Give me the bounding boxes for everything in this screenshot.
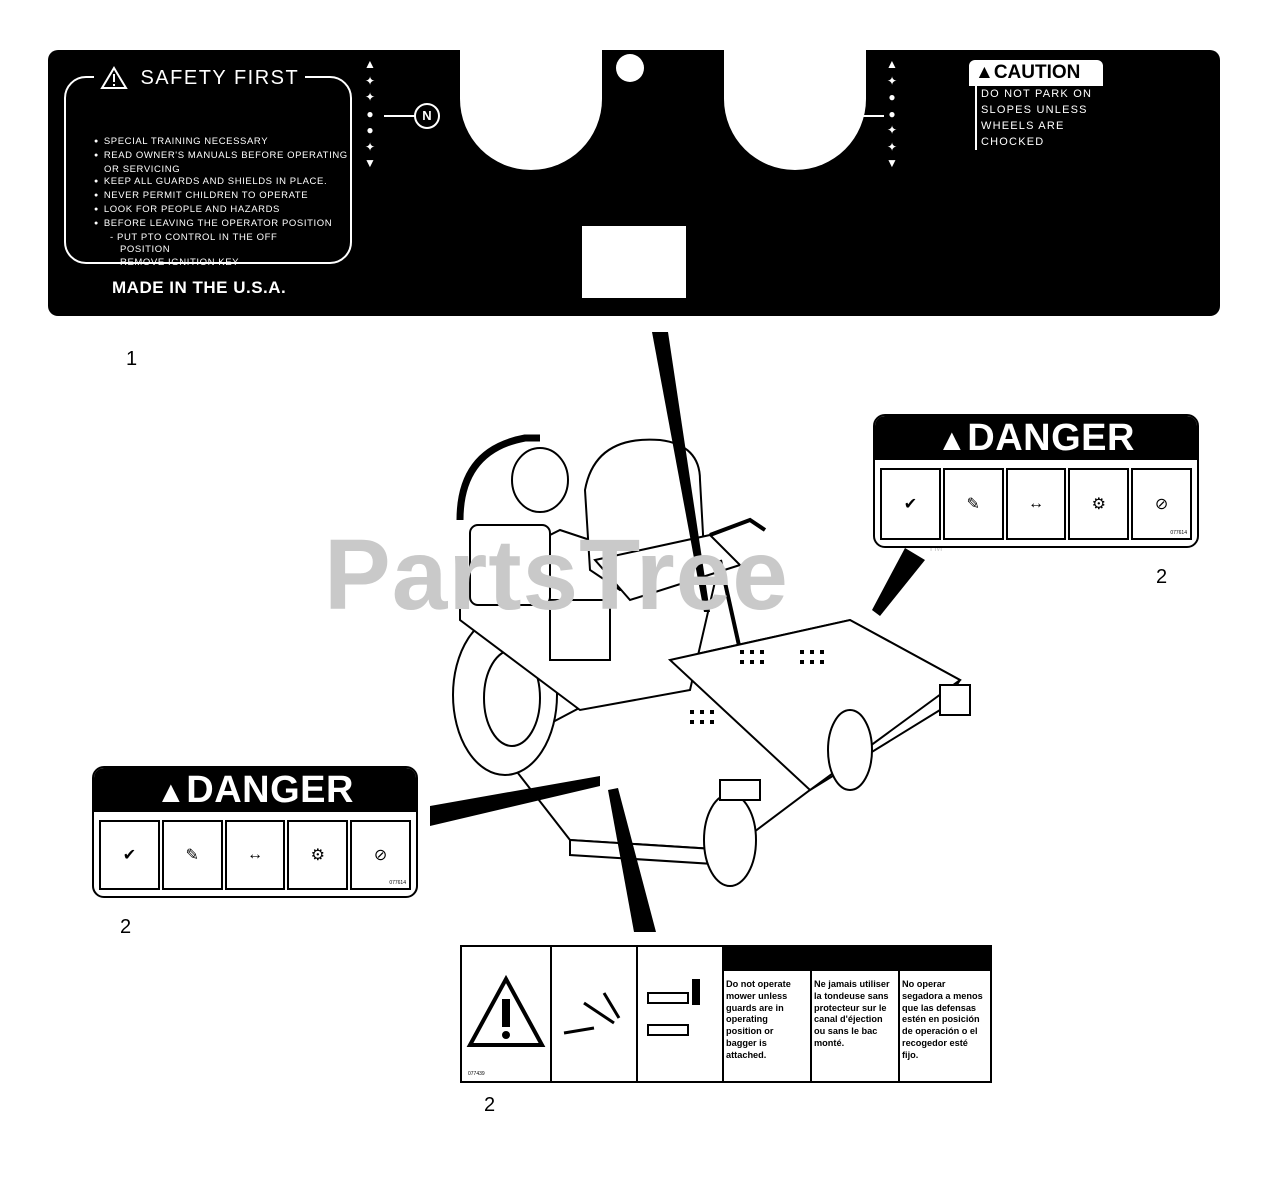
- rabbit-icon: ✦: [364, 139, 376, 154]
- caution-title: CAUTION: [993, 62, 1081, 83]
- caution-line: DO NOT PARK ON: [975, 86, 1103, 102]
- guard-warning-decal: 077439 Do not operate mower unless guard…: [460, 945, 992, 1083]
- turtle-icon: ●: [366, 106, 374, 121]
- caution-panel: ▲CAUTION DO NOT PARK ON SLOPES UNLESS WH…: [969, 60, 1103, 160]
- arrow-down-icon: ▼: [886, 156, 898, 170]
- read-manual-icon: ✔: [99, 820, 160, 890]
- warning-symbol-cell: 077439: [462, 947, 552, 1081]
- thrown-objects-icon: ✎: [942, 468, 1004, 540]
- safety-line: REMOVE IGNITION KEY: [120, 257, 240, 269]
- mount-hole: [616, 54, 644, 82]
- callout-item-1: 1: [126, 348, 138, 370]
- guard-text-french: Ne jamais utiliser la tondeuse sans prot…: [814, 979, 890, 1048]
- callout-item-2-left: 2: [120, 916, 132, 938]
- caution-header: ▲CAUTION: [969, 60, 1103, 86]
- caution-line: SLOPES UNLESS: [975, 102, 1103, 118]
- callout-item-2-bottom: 2: [484, 1094, 496, 1116]
- warning-triangle-icon: [466, 974, 546, 1047]
- safety-line: NEVER PERMIT CHILDREN TO OPERATE: [94, 190, 348, 204]
- left-notch: [460, 50, 602, 170]
- neutral-left-indicator: N: [414, 103, 440, 129]
- speed-indicator-right: ▲ ✦ ● ● ✦ ✦ ▼: [878, 56, 906, 172]
- watermark-tm: TM: [928, 543, 943, 554]
- french-cell: Ne jamais utiliser la tondeuse sans prot…: [810, 947, 900, 1081]
- safety-header: SAFETY FIRST: [94, 66, 306, 90]
- leader-line-item-2-bottom: [608, 788, 656, 932]
- safety-first-panel: SPECIAL TRAINING NECESSARY READ OWNER'S …: [64, 76, 352, 268]
- safety-line: POSITION: [120, 244, 171, 256]
- no-feet-icon: ⊘: [1131, 468, 1192, 540]
- danger-header: ▲DANGER: [875, 416, 1197, 460]
- caution-line: WHEELS ARE: [975, 118, 1103, 134]
- turtle-icon: ●: [888, 90, 896, 104]
- danger-icon-row: ✔ ✎ ↔ ⚙ ⊘: [879, 468, 1193, 540]
- safety-list: SPECIAL TRAINING NECESSARY READ OWNER'S …: [94, 136, 348, 270]
- read-manual-icon: ✔: [880, 468, 941, 540]
- rabbit-icon: ✦: [886, 73, 898, 88]
- thrown-objects-cell: [550, 947, 638, 1081]
- danger-decal-left: ▲DANGER ✔ ✎ ↔ ⚙ ⊘ 077614: [92, 766, 418, 898]
- key-slot: [582, 226, 686, 298]
- decal-code: 077614: [389, 880, 406, 886]
- arrow-up-icon: ▲: [886, 57, 898, 71]
- made-in-label: MADE IN THE U.S.A.: [112, 278, 287, 297]
- safety-line: KEEP ALL GUARDS AND SHIELDS IN PLACE.: [94, 176, 348, 190]
- thrown-objects-icon: [563, 992, 621, 1035]
- leader-line-item-1: [652, 332, 710, 612]
- danger-icon-row: ✔ ✎ ↔ ⚙ ⊘: [98, 820, 412, 890]
- turtle-icon: ●: [366, 123, 374, 137]
- rabbit-icon: ✦: [886, 123, 898, 137]
- guard-header-bar: [724, 947, 990, 971]
- warning-triangle-icon: ▲: [975, 62, 994, 83]
- remove-key-icon: ⚙: [1068, 468, 1130, 540]
- danger-title: DANGER: [186, 769, 354, 811]
- danger-header: ▲DANGER: [94, 768, 416, 812]
- english-cell: Do not operate mower unless guards are i…: [722, 947, 812, 1081]
- leader-line-item-2-right: [872, 548, 925, 616]
- warning-triangle-icon: ▲: [937, 424, 968, 457]
- caution-line: CHOCKED: [975, 134, 1103, 150]
- neutral-line-right: [852, 115, 884, 117]
- safety-line: READ OWNER'S MANUALS BEFORE OPERATING: [94, 150, 348, 164]
- guard-position-cell: [636, 947, 724, 1081]
- watermark: PartsTree: [324, 519, 789, 631]
- neutral-line-left: [384, 115, 416, 117]
- rabbit-icon: ✦: [886, 139, 898, 154]
- safety-title: SAFETY FIRST: [140, 66, 300, 89]
- callout-item-2-right: 2: [1156, 566, 1168, 588]
- arrow-up-icon: ▲: [364, 57, 376, 71]
- safety-line: SPECIAL TRAINING NECESSARY: [94, 136, 348, 150]
- dash-panel-decal: SPECIAL TRAINING NECESSARY READ OWNER'S …: [48, 50, 1220, 316]
- keep-distance-icon: ↔: [224, 820, 286, 890]
- guard-text-english: Do not operate mower unless guards are i…: [726, 979, 791, 1060]
- danger-title: DANGER: [967, 417, 1135, 459]
- neutral-right-indicator: N: [826, 103, 852, 129]
- safety-line: BEFORE LEAVING THE OPERATOR POSITION: [94, 218, 348, 232]
- danger-decal-right: ▲DANGER ✔ ✎ ↔ ⚙ ⊘ 077614: [873, 414, 1199, 548]
- keep-distance-icon: ↔: [1005, 468, 1067, 540]
- speed-indicator-left: ▲ ✦ ✦ ● ● ✦ ▼: [356, 56, 384, 172]
- safety-line: LOOK FOR PEOPLE AND HAZARDS: [94, 204, 348, 218]
- warning-triangle-icon: ▲: [156, 776, 187, 809]
- spanish-cell: No operar segadora a menos que las defen…: [898, 947, 988, 1081]
- safety-line: - PUT PTO CONTROL IN THE OFF: [110, 231, 278, 243]
- safety-line: OR SERVICING: [104, 163, 181, 175]
- no-feet-icon: ⊘: [350, 820, 411, 890]
- thrown-objects-icon: ✎: [161, 820, 223, 890]
- decal-code: 077439: [468, 1071, 485, 1077]
- warning-triangle-icon: [100, 66, 128, 89]
- rabbit-icon: ✦: [364, 73, 376, 88]
- guard-text-spanish: No operar segadora a menos que las defen…: [902, 979, 983, 1060]
- turtle-icon: ●: [888, 106, 896, 121]
- remove-key-icon: ⚙: [287, 820, 349, 890]
- guard-position-icon: [647, 979, 700, 1036]
- decal-code: 077614: [1170, 530, 1187, 536]
- arrow-down-icon: ▼: [364, 156, 376, 170]
- rabbit-icon: ✦: [364, 90, 376, 104]
- leader-line-item-2-left: [430, 776, 600, 826]
